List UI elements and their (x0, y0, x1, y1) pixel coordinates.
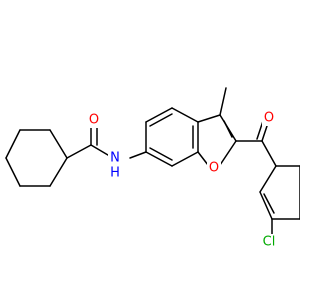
chlorophenyl-ring (259, 165, 300, 220)
oxygen-label-furan: O (209, 161, 219, 176)
oxygen-label-amide: O (89, 113, 99, 128)
methyl-bond (219, 87, 227, 116)
benzofuran-benzene-ring (145, 107, 199, 167)
n-aryl-bond (129, 151, 147, 159)
amide-group (66, 127, 114, 159)
furan-ring (197, 114, 237, 166)
chlorine-label: Cl (263, 235, 276, 250)
atom-labels: O N H O O Cl (87, 110, 280, 250)
oxygen-label-ketone: O (264, 111, 274, 126)
cyclohexane-ring (5, 129, 68, 187)
hydrogen-label: H (110, 166, 120, 181)
molecule-structure: O N H O O Cl (5, 87, 300, 250)
ketone-group (235, 120, 277, 167)
nitrogen-label: N (110, 151, 120, 166)
